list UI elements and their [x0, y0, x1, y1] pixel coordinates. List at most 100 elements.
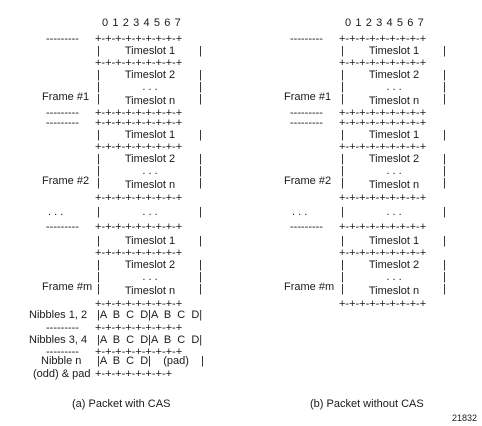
ellipsis: . . . [142, 271, 158, 283]
row-border: +-+-+-+-+-+-+-+-+ [339, 221, 427, 233]
row-bar-left: | [341, 69, 344, 81]
dash-marker: --------- [46, 117, 79, 129]
frame-label: Frame #m [284, 281, 335, 293]
row-bar-left: | [97, 165, 100, 177]
figure-id: 21832 [452, 413, 478, 423]
caption: (b) Packet without CAS [310, 398, 424, 410]
row-bar-right: | [199, 93, 202, 105]
row-bar-right: | [199, 271, 202, 283]
dash-marker: --------- [46, 346, 79, 358]
timeslot-label: Timeslot 1 [124, 235, 176, 247]
row-border: +-+-+-+-+-+-+-+-+ [95, 57, 183, 69]
row-border: +-+-+-+-+-+-+-+-+ [339, 141, 427, 153]
nibble-label: Nibble n [41, 355, 82, 367]
row-bar-left: | [97, 129, 100, 141]
row-bar-left: | [341, 93, 344, 105]
timeslot-label: Timeslot 2 [124, 153, 176, 165]
row-bar-left: | [97, 283, 100, 295]
row-border: +-+-+-+-+-+-+-+-+ [95, 192, 183, 204]
row-bar-left: | [97, 235, 100, 247]
row-bar-right: | [199, 69, 202, 81]
row-bar-right: | [199, 283, 202, 295]
row-border: +-+-+-+-+-+-+-+-+ [95, 322, 183, 334]
row-bar-left: | [97, 45, 100, 57]
dash-marker: --------- [290, 107, 323, 119]
row-bar-left: | [341, 283, 344, 295]
ellipsis: . . . [142, 81, 158, 93]
row-bar-right: | [443, 283, 446, 295]
row-bar-right: | [199, 259, 202, 271]
row-bar-right: | [443, 81, 446, 93]
row-bar-left: | [97, 153, 100, 165]
row-bar-left: | [97, 259, 100, 271]
row-bar-right: | [443, 177, 446, 189]
dash-marker: --------- [46, 322, 79, 334]
frame-label: Frame #1 [42, 91, 90, 103]
row-bar-left: | [341, 153, 344, 165]
timeslot-label: Timeslot n [124, 179, 176, 191]
ellipsis: . . . [142, 206, 158, 218]
row-border: +-+-+-+-+-+-+-+-+ [95, 247, 183, 259]
row-bar-right: | [199, 235, 202, 247]
row-bar-left: | [97, 93, 100, 105]
nibble-label: Nibbles 1, 2 [29, 309, 88, 321]
row-bar-right: | [199, 206, 202, 218]
row-border: +-+-+-+-+-+-+-+-+ [339, 298, 427, 310]
row-bar-right: | [443, 259, 446, 271]
frame-label: Frame #1 [284, 91, 332, 103]
row-bar-left: | [341, 271, 344, 283]
row-bar-right: | [443, 206, 446, 218]
timeslot-label: Timeslot 2 [368, 69, 420, 81]
row-border: +-+-+-+-+-+-+-+-+ [95, 117, 183, 129]
row-bar-right: | [443, 165, 446, 177]
caption: (a) Packet with CAS [72, 398, 171, 410]
row-bar-left: | [97, 271, 100, 283]
row-bar-right: | [199, 165, 202, 177]
dash-marker: --------- [46, 221, 79, 233]
row-border: +-+-+-+-+-+-+-+-+ [95, 298, 183, 310]
dash-marker: --------- [290, 33, 323, 45]
row-border: +-+-+-+-+-+-+-+-+ [339, 117, 427, 129]
row-bar-right: | [443, 271, 446, 283]
nibble-row: |A B C D|A B C D| [97, 334, 203, 346]
row-bar-right: | [443, 153, 446, 165]
row-border: +-+-+-+-+-+-+-+-+ [339, 247, 427, 259]
row-bar-right: | [199, 177, 202, 189]
row-border: +-+-+-+-+-+-+-+-+ [339, 192, 427, 204]
row-bar-right: | [199, 81, 202, 93]
row-bar-left: | [97, 69, 100, 81]
row-bar-left: | [341, 45, 344, 57]
nibble-row: |A B C D| (pad) | [97, 355, 204, 367]
row-bar-right: | [199, 45, 202, 57]
row-bar-right: | [443, 69, 446, 81]
row-border: +-+-+-+-+-+-+-+-+ [95, 346, 183, 358]
row-bar-right: | [199, 129, 202, 141]
row-border: +-+-+-+-+-+-+-+-+ [95, 221, 183, 233]
timeslot-label: Timeslot n [368, 285, 420, 297]
nibble-label: (odd) & pad [33, 368, 91, 380]
dash-marker: --------- [46, 107, 79, 119]
ellipsis: . . . [386, 206, 402, 218]
row-bar-left: | [341, 177, 344, 189]
nibble-row: |A B C D|A B C D| [97, 309, 203, 321]
row-bar-right: | [443, 93, 446, 105]
timeslot-label: Timeslot 2 [124, 259, 176, 271]
timeslot-label: Timeslot n [124, 95, 176, 107]
ellipsis: . . . [386, 165, 402, 177]
row-bar-right: | [443, 235, 446, 247]
row-bar-left: | [341, 165, 344, 177]
timeslot-label: Timeslot 1 [368, 129, 420, 141]
row-bar-left: | [341, 259, 344, 271]
ellipsis: . . . [386, 81, 402, 93]
row-bar-left: | [341, 129, 344, 141]
frame-label: Frame #2 [284, 175, 332, 187]
row-bar-left: | [97, 206, 100, 218]
row-bar-left: | [97, 81, 100, 93]
row-border: +-+-+-+-+-+-+-+-+ [95, 33, 183, 45]
row-border: +-+-+-+-+-+-+-+-+ [95, 141, 183, 153]
row-border: +-+-+-+-+-+-+-+-+ [95, 107, 183, 119]
timeslot-label: Timeslot 1 [368, 235, 420, 247]
row-bar-right: | [443, 129, 446, 141]
bit-index-header: 0 1 2 3 4 5 6 7 [102, 17, 182, 29]
